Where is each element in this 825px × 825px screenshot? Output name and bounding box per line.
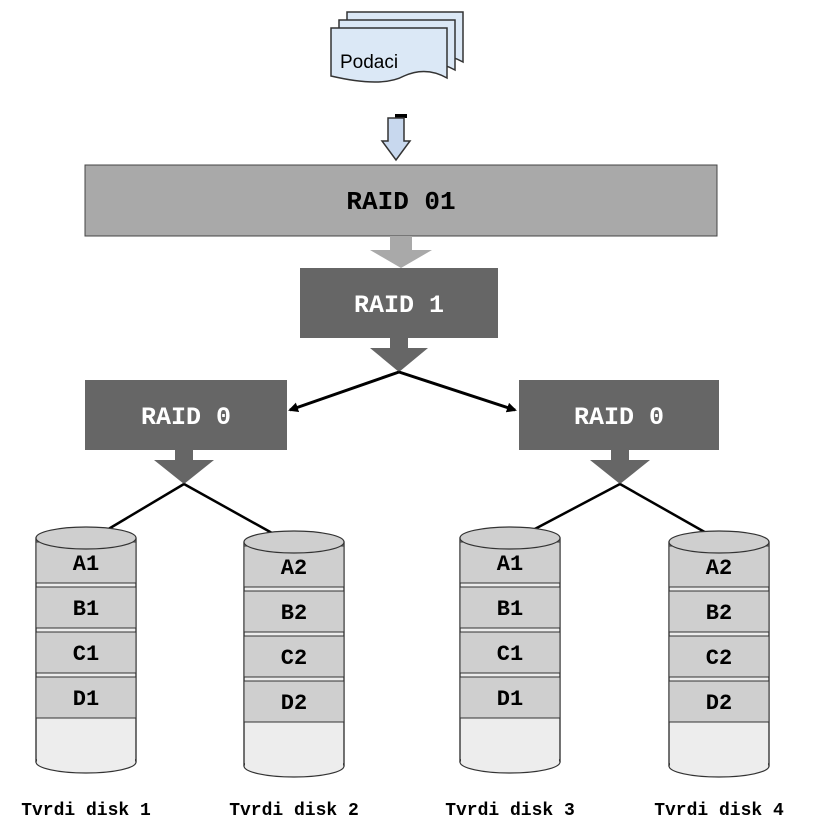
- disk-block-label: D1: [73, 687, 99, 712]
- arrow-cap: [395, 114, 407, 118]
- disk-block: [459, 631, 561, 674]
- raid1-to-raid0-left-arrow: [288, 370, 400, 413]
- disk-block: [35, 676, 137, 719]
- raid0-left-box: [85, 380, 287, 450]
- disk-top: [668, 530, 770, 554]
- disk-block-label: D1: [497, 687, 523, 712]
- raid0-left-down-arrow-icon: [154, 450, 214, 484]
- disk-block-label: A2: [706, 556, 732, 581]
- raid01-to-raid1-arrow-icon: [370, 236, 432, 268]
- raid1-to-raid0-right-arrow: [398, 370, 517, 413]
- disk-block-label: A1: [73, 552, 99, 577]
- disk-block: [668, 635, 770, 678]
- disk-block-label: B2: [281, 601, 307, 626]
- disk-block: [243, 590, 345, 633]
- raid1-box: [300, 268, 498, 338]
- disk-block-label: C2: [281, 646, 307, 671]
- disk-top: [243, 530, 345, 554]
- disk-caption: Tvrdi disk 1: [21, 801, 151, 821]
- raid01-label: RAID 01: [346, 187, 455, 217]
- disk-block: [35, 631, 137, 674]
- disk-block-label: C1: [73, 642, 99, 667]
- disk-caption: Tvrdi disk 4: [654, 801, 784, 821]
- disk-top: [35, 526, 137, 550]
- raid01-bar: [84, 164, 718, 237]
- disk-block-label: C1: [497, 642, 523, 667]
- disk-block: [668, 590, 770, 633]
- raid0-right-down-arrow-icon: [590, 450, 650, 484]
- disk-block-label: B1: [73, 597, 99, 622]
- disk-block-label: B2: [706, 601, 732, 626]
- disk-block-label: A1: [497, 552, 523, 577]
- disk-block: [243, 635, 345, 678]
- disk-block: [35, 586, 137, 629]
- data-input-arrow-icon: [380, 117, 412, 162]
- disk-caption: Tvrdi disk 3: [445, 801, 575, 821]
- raid0-right-box: [519, 380, 719, 450]
- disk-block-label: B1: [497, 597, 523, 622]
- data-document-icon: Podaci: [330, 11, 464, 83]
- raid0-right-label: RAID 0: [574, 403, 664, 432]
- raid0-left-label: RAID 0: [141, 403, 231, 432]
- disk-block-label: A2: [281, 556, 307, 581]
- disk-block: [459, 676, 561, 719]
- disk-block-label: D2: [706, 691, 732, 716]
- disk-block: [243, 680, 345, 723]
- data-document-label: Podaci: [340, 52, 398, 73]
- disk-block-label: C2: [706, 646, 732, 671]
- disk-caption: Tvrdi disk 2: [229, 801, 359, 821]
- disk-top: [459, 526, 561, 550]
- raid1-label: RAID 1: [354, 291, 444, 320]
- raid1-down-arrow-icon: [370, 338, 428, 372]
- disk-block-label: D2: [281, 691, 307, 716]
- disk-block: [668, 680, 770, 723]
- disk-block: [459, 586, 561, 629]
